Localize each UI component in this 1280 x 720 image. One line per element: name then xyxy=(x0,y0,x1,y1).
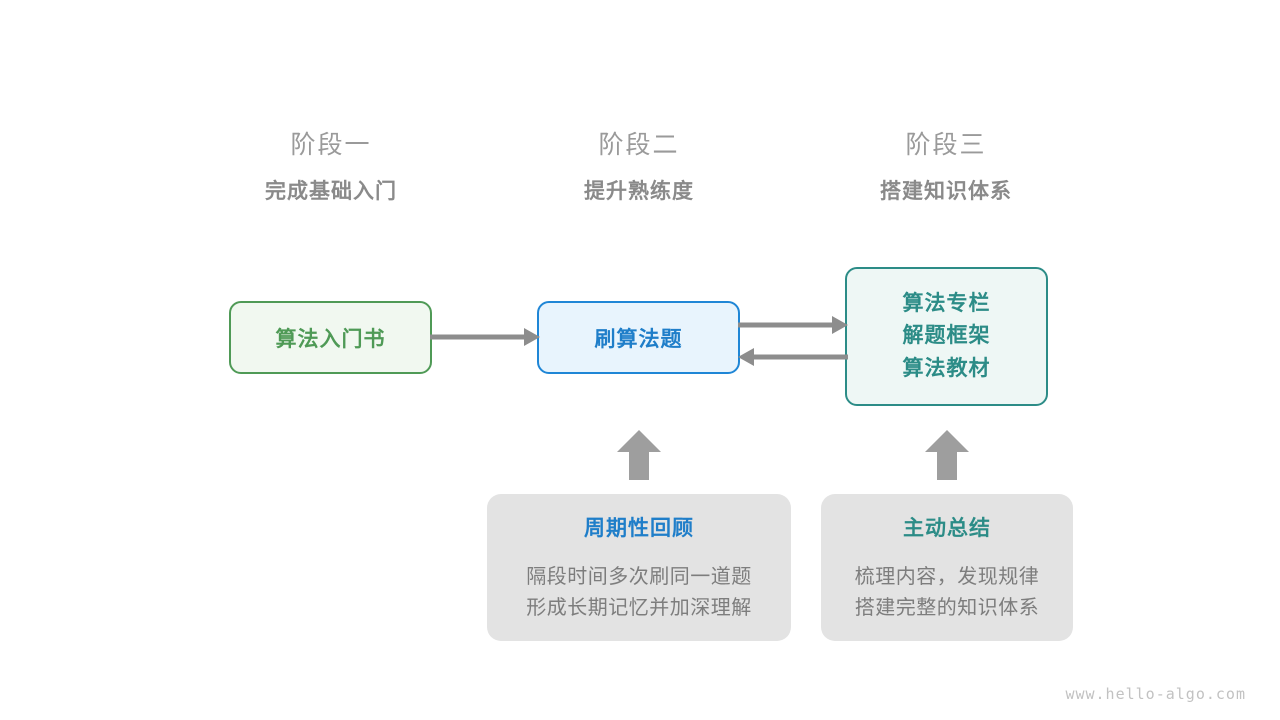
arrow-left-icon-teal-to-blue xyxy=(738,348,848,366)
note-card-active-summary: 主动总结 梳理内容，发现规律 搭建完整的知识体系 xyxy=(821,494,1073,641)
node-practice-problems-label: 刷算法题 xyxy=(594,327,683,351)
note-summary-body-line-1: 梳理内容，发现规律 xyxy=(854,566,1040,589)
stage-2-subtitle: 提升熟练度 xyxy=(584,180,694,203)
stage-column-3: 阶段三 搭建知识体系 xyxy=(816,130,1076,204)
node-knowledge-line-1: 算法专栏 xyxy=(902,291,991,315)
note-card-periodic-review-title: 周期性回顾 xyxy=(584,517,694,540)
note-review-body-line-2: 形成长期记忆并加深理解 xyxy=(526,597,752,620)
arrow-right-icon-green-to-blue xyxy=(430,328,540,346)
note-card-periodic-review: 周期性回顾 隔段时间多次刷同一道题 形成长期记忆并加深理解 xyxy=(487,494,791,641)
arrow-up-icon-review xyxy=(617,430,661,480)
stage-2-title: 阶段二 xyxy=(598,131,680,159)
stage-3-subtitle: 搭建知识体系 xyxy=(880,180,1012,203)
stage-1-subtitle: 完成基础入门 xyxy=(265,180,397,203)
stage-3-title: 阶段三 xyxy=(905,131,987,159)
node-knowledge-line-3: 算法教材 xyxy=(902,356,991,380)
arrow-right-icon-blue-to-teal xyxy=(738,316,848,334)
node-knowledge-line-2: 解题框架 xyxy=(902,324,991,348)
watermark-url: www.hello-algo.com xyxy=(1065,685,1246,703)
node-practice-problems: 刷算法题 xyxy=(537,301,740,374)
note-card-active-summary-title: 主动总结 xyxy=(903,517,991,540)
stage-column-2: 阶段二 提升熟练度 xyxy=(509,130,769,204)
stage-column-1: 阶段一 完成基础入门 xyxy=(201,130,461,204)
node-intro-book: 算法入门书 xyxy=(229,301,432,374)
note-summary-body-line-2: 搭建完整的知识体系 xyxy=(854,597,1040,620)
node-knowledge-resources: 算法专栏 解题框架 算法教材 xyxy=(845,267,1048,406)
note-review-body-line-1: 隔段时间多次刷同一道题 xyxy=(526,566,752,589)
node-intro-book-label: 算法入门书 xyxy=(275,327,386,351)
note-card-periodic-review-body: 隔段时间多次刷同一道题 形成长期记忆并加深理解 xyxy=(526,562,752,624)
arrow-up-icon-summary xyxy=(925,430,969,480)
stage-1-title: 阶段一 xyxy=(290,131,372,159)
note-card-active-summary-body: 梳理内容，发现规律 搭建完整的知识体系 xyxy=(855,562,1040,624)
